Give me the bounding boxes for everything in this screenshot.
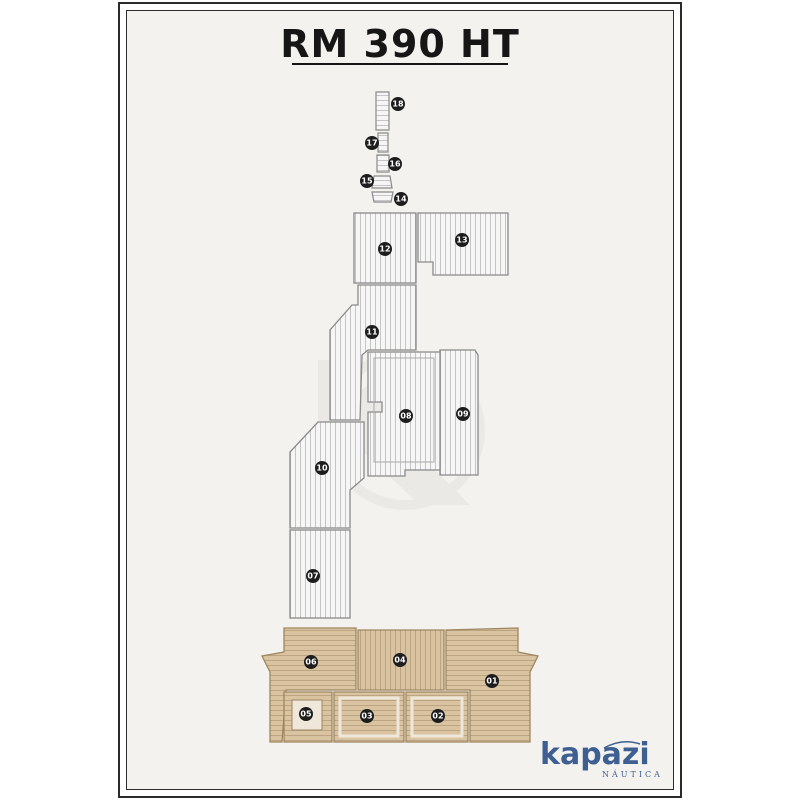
piece-15 <box>371 175 393 189</box>
badge-01: 01 <box>485 674 499 688</box>
outer-frame <box>118 2 682 798</box>
badge-12-label: 12 <box>379 245 390 254</box>
badge-15: 15 <box>360 174 374 188</box>
badge-07-label: 07 <box>307 572 318 581</box>
badge-17-label: 17 <box>366 139 377 148</box>
badge-07: 07 <box>306 569 320 583</box>
brand-logo: kapazi NÁUTICA <box>540 740 664 784</box>
badge-03: 03 <box>360 709 374 723</box>
badge-10: 10 <box>315 461 329 475</box>
brand-subtitle: NÁUTICA <box>602 770 663 779</box>
badge-03-label: 03 <box>361 712 372 721</box>
badge-13-label: 13 <box>456 236 467 245</box>
badge-14-label: 14 <box>395 195 407 204</box>
badge-05-label: 05 <box>300 710 312 719</box>
badge-04: 04 <box>393 653 407 667</box>
badge-12: 12 <box>378 242 392 256</box>
badge-11: 11 <box>365 325 379 339</box>
badge-01-label: 01 <box>486 677 498 686</box>
badge-06: 06 <box>304 655 318 669</box>
badge-17: 17 <box>365 136 379 150</box>
badge-08-label: 08 <box>400 412 412 421</box>
badge-16: 16 <box>388 157 402 171</box>
badge-15-label: 15 <box>361 177 373 186</box>
badge-06-label: 06 <box>305 658 317 667</box>
badge-09-label: 09 <box>457 410 469 419</box>
piece-14 <box>371 191 394 203</box>
badge-18-label: 18 <box>392 100 404 109</box>
page-title: RM 390 HT <box>280 22 520 66</box>
badge-02: 02 <box>431 709 445 723</box>
badge-13: 13 <box>455 233 469 247</box>
piece-18 <box>375 91 390 131</box>
piece-11 <box>329 284 417 421</box>
badge-05: 05 <box>299 707 313 721</box>
badge-04-label: 04 <box>394 656 406 665</box>
title-underline <box>292 63 508 65</box>
badge-08: 08 <box>399 409 413 423</box>
piece-06 <box>261 627 357 743</box>
brand-name: kapazi <box>540 737 650 772</box>
brand-swoosh-icon <box>603 741 641 749</box>
badge-10-label: 10 <box>316 464 328 473</box>
piece-10 <box>289 421 365 529</box>
badge-18: 18 <box>391 97 405 111</box>
badge-11-label: 11 <box>366 328 378 337</box>
piece-17 <box>377 132 389 153</box>
piece-16 <box>376 154 390 173</box>
piece-07 <box>289 529 351 619</box>
badge-16-label: 16 <box>389 160 401 169</box>
badge-09: 09 <box>456 407 470 421</box>
badge-02-label: 02 <box>432 712 443 721</box>
badge-14: 14 <box>394 192 408 206</box>
